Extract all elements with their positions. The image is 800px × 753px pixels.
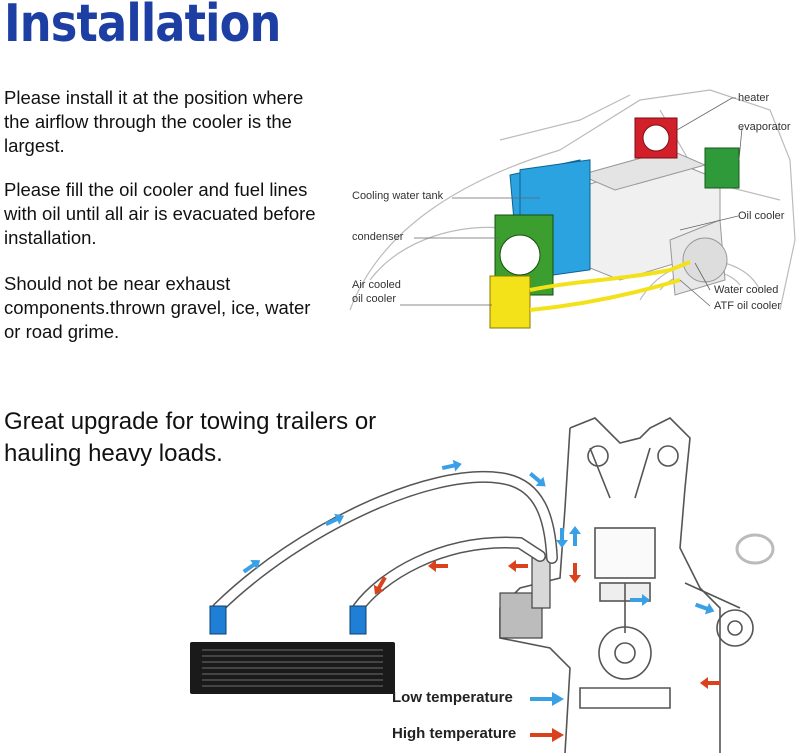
evaporator-core — [705, 148, 739, 188]
legend-low-temperature: Low temperature — [392, 689, 513, 706]
label-air-cooled-oil-cooler: oil cooler — [352, 293, 396, 305]
air-cooled-oil-cooler — [490, 276, 530, 328]
instruction-airflow: Please install it at the position where … — [4, 86, 324, 158]
low-temperature-arrow — [556, 528, 568, 548]
legend-high-arrow — [530, 728, 564, 742]
label-water-cooled: Water cooled — [714, 284, 778, 296]
page-title: Installation — [4, 0, 280, 54]
high-temperature-arrow — [700, 677, 720, 689]
instruction-fill-oil: Please fill the oil cooler and fuel line… — [4, 178, 324, 250]
high-temperature-arrow — [569, 563, 581, 583]
label-condenser: condenser — [352, 231, 404, 243]
low-temperature-arrow — [569, 526, 581, 546]
low-temperature-arrow — [441, 458, 463, 474]
label-atf-oil-cooler: ATF oil cooler — [714, 300, 781, 312]
high-temperature-arrow — [508, 560, 528, 572]
engine-oil-flow-diagram: Low temperature High temperature — [180, 408, 800, 753]
legend-high-temperature: High temperature — [392, 725, 516, 742]
oil-cooler-unit — [190, 642, 395, 694]
hose-fittings — [210, 606, 366, 634]
oil-filter-ring — [737, 535, 773, 563]
label-oil-cooler: Oil cooler — [738, 210, 785, 222]
label-air-cooled: Air cooled — [352, 279, 401, 291]
label-evaporator: evaporator — [738, 121, 791, 133]
oil-filter-adapter — [500, 558, 550, 638]
legend-low-arrow — [530, 692, 564, 706]
label-heater: heater — [738, 92, 770, 104]
instruction-placement-warning: Should not be near exhaust components.th… — [4, 272, 324, 344]
label-cooling-water-tank: Cooling water tank — [352, 190, 444, 202]
car-cooling-diagram: heater evaporator Cooling water tank Oil… — [340, 80, 800, 340]
